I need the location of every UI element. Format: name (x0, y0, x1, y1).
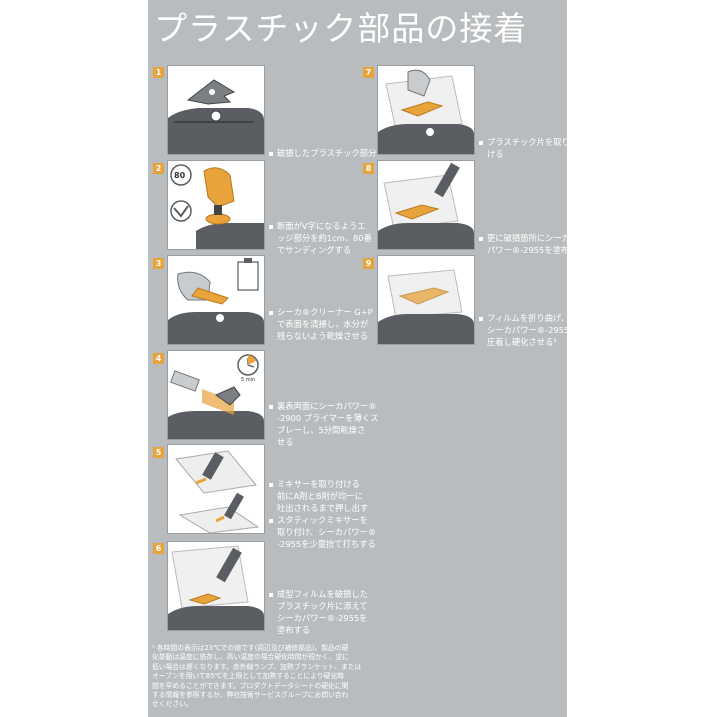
step-1-illustration (167, 65, 265, 155)
caption-line: -2955を少量捨て打ちする (277, 539, 376, 549)
step-6-illustration (167, 541, 265, 631)
caption-line: プレーし、5分間乾燥さ (277, 425, 366, 435)
step-8-illustration (377, 160, 475, 250)
step-9-illustration (377, 255, 475, 345)
step-2-badge: 80 (174, 171, 186, 180)
caption-line: 圧着し硬化させる¹ (487, 337, 557, 347)
step-7-caption: プラスチック片を取り付 ける (479, 136, 567, 160)
footnote-line: 間を早めることができます。プロダクトデータシートの硬化に関 (152, 681, 349, 690)
step-6-number: 6 (153, 543, 164, 554)
bullet-icon (269, 482, 273, 487)
caption-line: 塗布する (277, 625, 311, 635)
caption-line: 前にA剤とB剤が均一に (277, 491, 364, 501)
step-4-caption: 裏表両面にシーカパワー® -2900 プライマーを薄くス プレーし、5分間乾燥さ… (269, 400, 378, 448)
footnote-line: ¹ 各時間の表示は23℃での値です(周辺及び補修部品)。製品の硬 (152, 644, 349, 652)
step-5-illustration (167, 444, 265, 534)
caption-line: ッジ部分を約1cm、80番 (277, 233, 372, 243)
step-9-caption: フィルムを折り曲げ、 シーカパワー®-2955を 圧着し硬化させる¹ (479, 312, 567, 348)
step-8-number: 8 (363, 163, 374, 174)
footnote-line: 化挙動は温度に依存し、高い温度の場合硬化時間が短かく、逆に (152, 653, 350, 662)
caption-line: 取り付け、シーカパワー® (277, 527, 377, 537)
footnote-line: せください。 (152, 700, 193, 709)
footnote-line: オーブンを用いて85℃を上限として加熱することにより硬化時 (152, 672, 345, 681)
step-7-illustration (377, 65, 475, 155)
caption-line: 吐出されるまで押し出す (277, 503, 369, 513)
step-6-caption: 成型フィルムを破損した プラスチック片に添えて シーカパワー®-2955を 塗布… (269, 588, 368, 636)
caption-line: 残らないよう乾燥させる (277, 331, 369, 341)
bullet-icon (269, 404, 273, 409)
caption-line: 破損したプラスチック部分 (277, 148, 377, 158)
bullet-icon (269, 151, 273, 156)
step-5-caption: ミキサーを取り付ける 前にA剤とB剤が均一に 吐出されるまで押し出す スタティッ… (269, 478, 376, 550)
caption-line: ミキサーを取り付ける (277, 479, 360, 489)
step-3-caption: シーカ®クリーナー G+P で表面を清掃し、水分が 残らないよう乾燥させる (269, 306, 373, 342)
step-5-number: 5 (153, 447, 164, 458)
caption-line: シーカ®クリーナー G+P (277, 307, 373, 317)
step-4-timer: 5 min (241, 377, 256, 383)
step-9-number: 9 (363, 258, 374, 269)
caption-line: 成型フィルムを破損した (277, 589, 368, 599)
step-3-number: 3 (153, 258, 164, 269)
step-2-caption: 断面がV字になるようエ ッジ部分を約1cm、80番 でサンディングする (269, 220, 372, 256)
page-title: プラスチック部品の接着 (154, 9, 528, 48)
caption-line: シーカパワー®-2955を (487, 325, 567, 335)
footnote: ¹ 各時間の表示は23℃での値です(周辺及び補修部品)。製品の硬 化挙動は温度に… (152, 644, 412, 710)
step-4-illustration (167, 350, 265, 440)
bullet-icon (479, 236, 483, 241)
bullet-icon (269, 224, 273, 229)
bullet-icon (479, 316, 483, 321)
bullet-icon (269, 518, 273, 523)
step-1-caption: 破損したプラスチック部分 (269, 147, 376, 159)
step-2-number: 2 (153, 163, 164, 174)
footnote-line: する情報を参照するか、弊社技術サービスグループにお問い合わ (152, 691, 349, 700)
caption-line: 裏表両面にシーカパワー® (277, 401, 377, 411)
caption-line: せる (277, 437, 294, 447)
document-page: プラスチック部品の接着 1 破損したプラスチック部分 2 80 断面がV (148, 0, 567, 717)
step-7-number: 7 (363, 67, 374, 78)
step-1-number: 1 (153, 67, 164, 78)
caption-line: シーカパワー®-2955を (277, 613, 368, 623)
step-3-illustration (167, 255, 265, 345)
caption-line: 断面がV字になるようエ (277, 221, 366, 231)
caption-line: 更に破損箇所にシーカ (487, 233, 567, 243)
bullet-icon (269, 592, 273, 597)
bullet-icon (479, 140, 483, 145)
caption-line: でサンディングする (277, 245, 352, 255)
caption-line: -2900 プライマーを薄くス (277, 413, 379, 423)
footnote-line: 低い場合は遅くなります。赤外線ランプ、加熱ブランケット、または (152, 662, 362, 671)
caption-line: で表面を清掃し、水分が (277, 319, 369, 329)
step-2-illustration (167, 160, 265, 250)
caption-line: スタティックミキサーを (277, 515, 368, 525)
step-4-number: 4 (153, 353, 164, 364)
caption-line: ける (487, 149, 504, 159)
caption-line: フィルムを折り曲げ、 (487, 313, 567, 323)
caption-line: プラスチック片を取り付 (487, 137, 567, 147)
bullet-icon (269, 310, 273, 315)
caption-line: プラスチック片に添えて (277, 601, 368, 611)
